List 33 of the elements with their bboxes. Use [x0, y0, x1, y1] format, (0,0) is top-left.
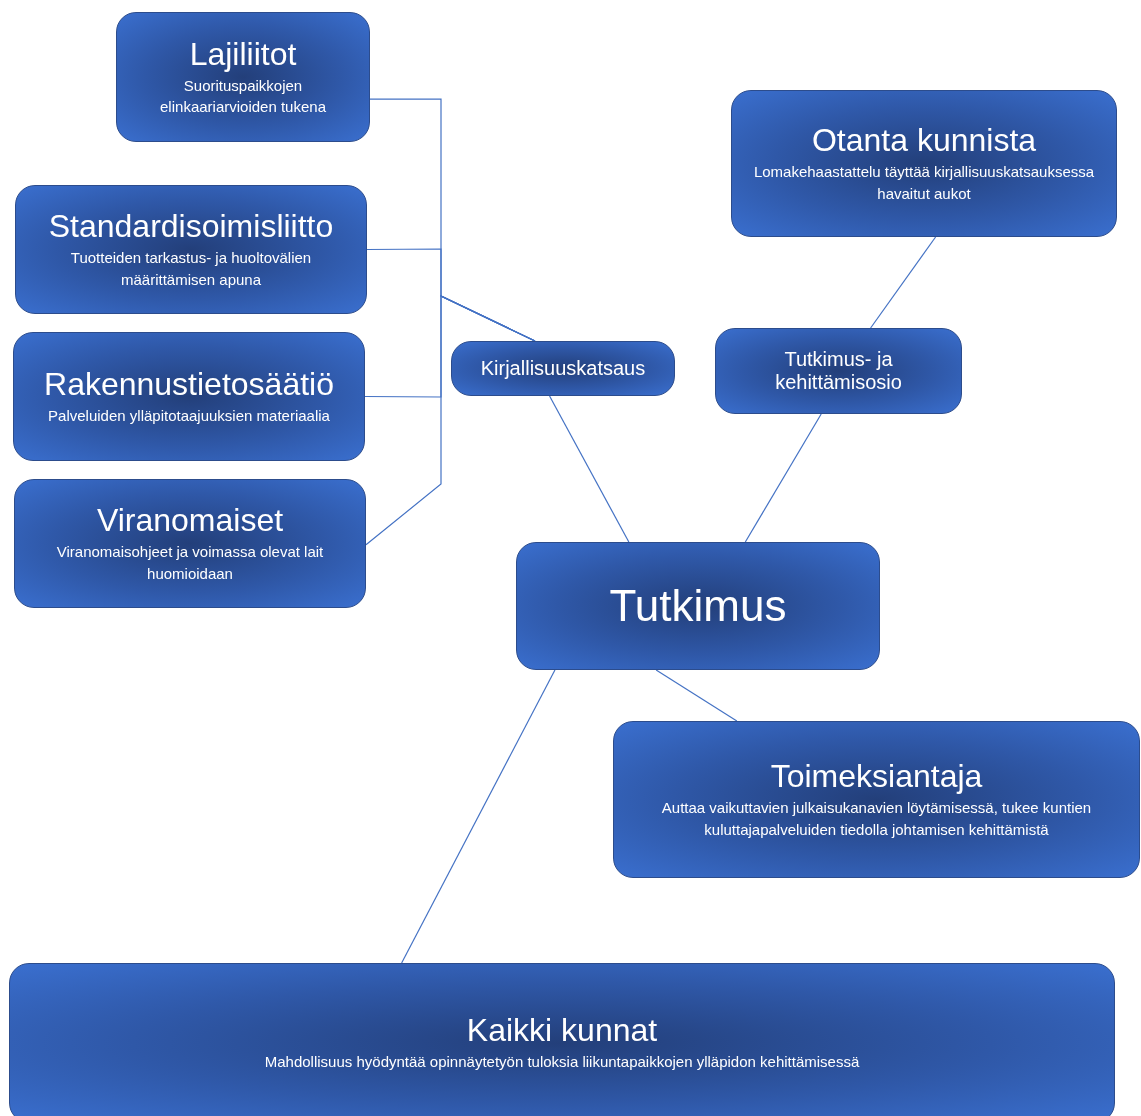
connector-line	[365, 295, 536, 546]
topic-box	[116, 12, 370, 142]
node-description: Viranomaisohjeet ja voimassa olevat lait huomioidaan	[55, 542, 325, 584]
node-description: Suorituspaikkojen elinkaariarvioiden tukena	[159, 75, 327, 118]
topic-box	[715, 328, 962, 414]
node-description: Auttaa vaikuttavien julkaisukanavien löytämisessä, tukee kuntien kuluttajapalveluiden tiedolla johtamisen kehittämistä	[660, 798, 1093, 840]
node-title: Lajiliitot	[189, 35, 297, 73]
node-description: Tuotteiden tarkastus- ja huoltovälien määrittämisen apuna	[69, 248, 313, 290]
topic-box	[516, 542, 880, 670]
connector-line	[744, 413, 822, 543]
topic-box	[13, 332, 365, 461]
node-title: Tutkimus	[609, 580, 787, 632]
node-title: Viranomaiset	[96, 502, 284, 540]
node-description: Lomakehaastattelu täyttää kirjallisuuskatsauksessa havaitut aukot	[752, 162, 1096, 204]
node-description: Mahdollisuus hyödyntää opinnäytetyön tuloksia liikuntapaikkojen ylläpidon kehittämisessä	[264, 1051, 860, 1072]
node-title: Tutkimus- ja kehittämisosio	[774, 348, 903, 394]
topic-box	[9, 963, 1115, 1116]
topic-box	[731, 90, 1117, 237]
node-title: Otanta kunnista	[811, 122, 1037, 160]
topic-box	[613, 721, 1140, 878]
node-title: Kaikki kunnat	[466, 1012, 658, 1049]
connector-line	[548, 395, 630, 543]
connector-line	[401, 669, 556, 964]
node-title: Rakennustietosäätiö	[44, 366, 334, 403]
topic-box	[15, 185, 367, 314]
topic-box	[14, 479, 366, 608]
topic-box	[451, 341, 675, 396]
node-title: Standardisoimisliitto	[48, 208, 334, 246]
connector-line	[655, 669, 738, 722]
node-title: Kirjallisuuskatsaus	[480, 357, 646, 380]
node-description: Palveluiden ylläpitotaajuuksien materiaalia	[48, 406, 330, 426]
connector-line	[870, 236, 937, 329]
node-title: Toimeksiantaja	[770, 758, 983, 796]
